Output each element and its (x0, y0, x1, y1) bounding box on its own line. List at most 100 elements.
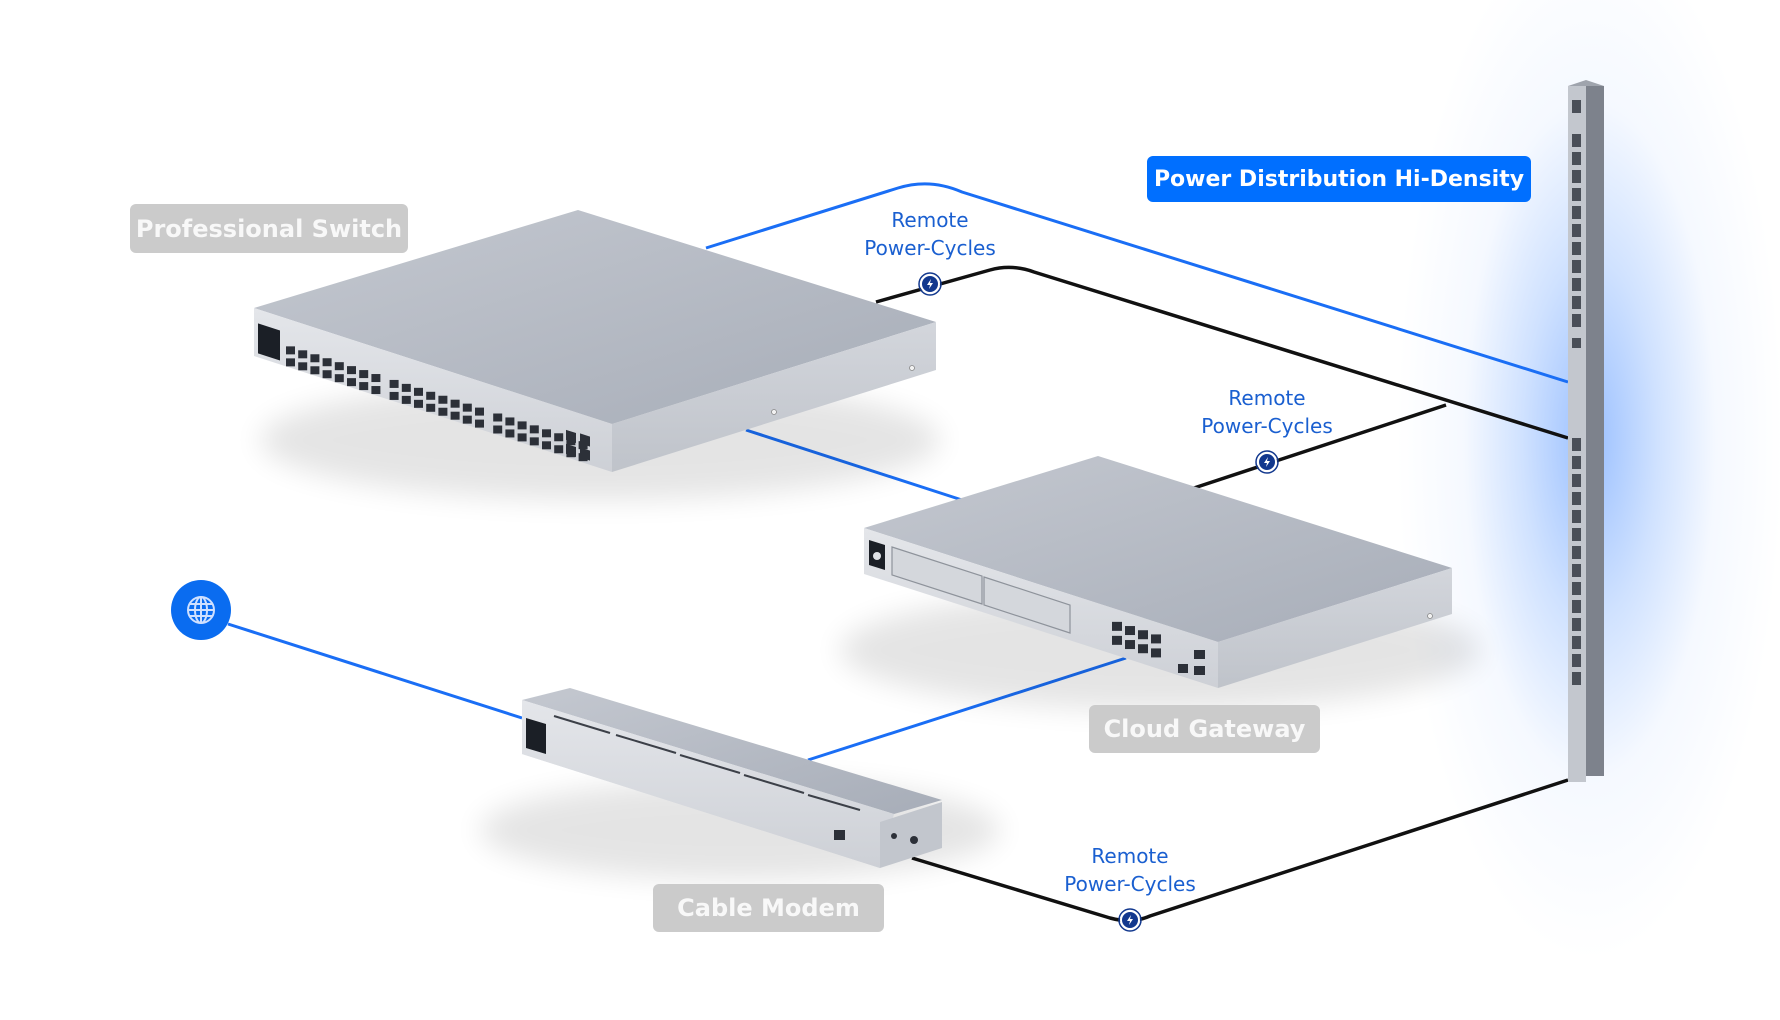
switch-port (310, 354, 320, 363)
lightning-icon (1255, 450, 1279, 474)
gateway-port (1151, 648, 1161, 658)
internet-node[interactable] (171, 580, 231, 640)
pdu-outlet (1572, 206, 1581, 219)
pdu-outlet (1572, 438, 1581, 451)
switch-port (426, 403, 436, 412)
pdu-strip[interactable] (1568, 80, 1604, 782)
pdu-outlet (1572, 100, 1581, 113)
power-pdu-gateway (1193, 403, 1447, 490)
switch-port (450, 399, 460, 408)
gateway-port (1138, 630, 1148, 640)
pdu-outlet (1572, 618, 1581, 631)
switch-port (517, 421, 527, 430)
switch-port (529, 425, 539, 434)
pdu-outlet (1572, 152, 1581, 165)
cable-modem-label: Cable Modem (653, 884, 884, 932)
pdu-side (1586, 86, 1604, 776)
gateway-ports (1112, 621, 1161, 658)
pdu-outlet (1572, 654, 1581, 667)
switch-port (438, 407, 448, 416)
professional-switch-label: Professional Switch (130, 204, 408, 253)
switch-port (322, 358, 332, 367)
switch-port (462, 403, 472, 412)
modem-front-face (522, 700, 880, 868)
switch-port (359, 370, 369, 379)
switch-port (450, 411, 460, 420)
gateway-drive-bay-2 (983, 576, 1071, 634)
cloud-gateway-label: Cloud Gateway (1089, 705, 1320, 753)
modem-top (522, 688, 942, 814)
switch-port (426, 391, 436, 400)
switch-port (438, 395, 448, 404)
switch-port (286, 358, 295, 367)
switch-port (578, 441, 588, 450)
pdu-outlet (1572, 528, 1581, 541)
pdu-outlets (1572, 100, 1581, 685)
switch-port (389, 379, 399, 388)
pdu-outlet (1572, 582, 1581, 595)
annotation-line1: Remote (1228, 386, 1306, 410)
switch-port (529, 437, 539, 446)
pdu-outlet (1572, 546, 1581, 559)
switch-port (310, 366, 320, 375)
professional-switch-device[interactable] (254, 210, 936, 472)
cloud-gateway-device[interactable] (864, 456, 1452, 688)
power-pdu-switch (875, 265, 1569, 440)
annotation-line1: Remote (1091, 844, 1169, 868)
annotation-line2: Power-Cycles (864, 236, 996, 260)
modem-display-panel (526, 718, 546, 754)
pdu-outlet (1572, 224, 1581, 237)
pdu-outlet (1572, 134, 1581, 147)
pdu-title-badge: Power Distribution Hi-Density (1147, 156, 1531, 202)
switch-side (612, 322, 936, 472)
switch-port (554, 445, 564, 454)
gateway-port (1138, 644, 1148, 654)
pdu-outlet (1572, 510, 1581, 523)
switch-port (542, 429, 551, 438)
switch-front (254, 308, 612, 472)
switch-port (322, 370, 332, 379)
switch-port (517, 433, 527, 442)
switch-port (493, 413, 503, 422)
switch-ports (286, 346, 588, 462)
pdu-outlet (1572, 600, 1581, 613)
switch-port (414, 399, 423, 408)
pdu-outlet (1572, 260, 1581, 273)
pdu-outlet (1572, 170, 1581, 183)
switch-port (493, 425, 503, 434)
switch-port (298, 362, 308, 371)
switch-port (505, 417, 515, 426)
switch-port (389, 391, 399, 400)
globe-icon (187, 596, 215, 624)
gateway-drive-bay-1 (891, 546, 983, 605)
lightning-icon (918, 272, 942, 296)
pdu-outlet (1572, 492, 1581, 505)
pdu-display (1572, 338, 1581, 348)
switch-port (347, 378, 356, 387)
power-cycle-annotation-gateway: Remote Power-Cycles (1187, 384, 1347, 440)
gateway-port (1125, 640, 1135, 650)
lightning-icon (1118, 908, 1142, 932)
switch-console-panel (258, 323, 280, 361)
switch-port (505, 429, 515, 438)
modem-vents (553, 715, 861, 811)
switch-port (286, 346, 295, 355)
annotation-line2: Power-Cycles (1201, 414, 1333, 438)
switch-port (298, 350, 308, 359)
annotation-line2: Power-Cycles (1064, 872, 1196, 896)
switch-port (475, 419, 484, 428)
switch-port (475, 407, 484, 416)
pdu-outlet (1572, 564, 1581, 577)
pdu-outlet (1572, 296, 1581, 309)
cable-modem-device[interactable] (522, 688, 942, 868)
pdu-outlet (1572, 672, 1581, 685)
gateway-port (1112, 621, 1122, 631)
pdu-outlet (1572, 188, 1581, 201)
switch-sfp-ports (566, 429, 590, 461)
pdu-outlet (1572, 456, 1581, 469)
switch-top (254, 210, 936, 424)
pdu-outlet (1572, 636, 1581, 649)
switch-port (401, 395, 411, 404)
switch-port (347, 366, 356, 375)
